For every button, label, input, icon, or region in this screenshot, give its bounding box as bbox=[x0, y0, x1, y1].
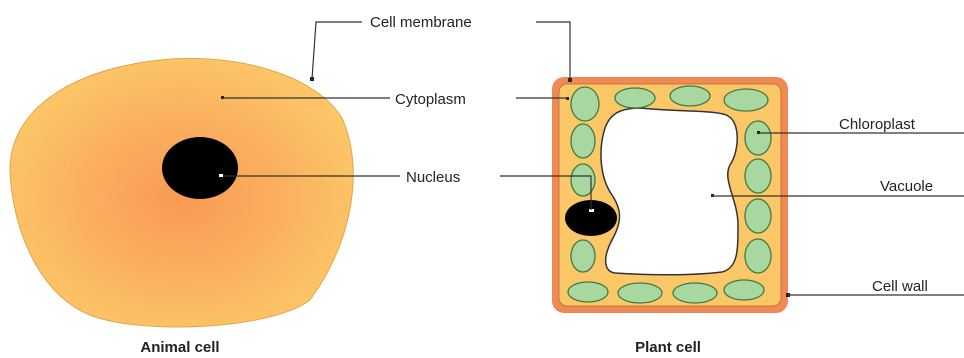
leader-cell-membrane-animal bbox=[312, 22, 362, 79]
chloroplast bbox=[724, 280, 764, 300]
chloroplast bbox=[615, 88, 655, 108]
label-cell-membrane: Cell membrane bbox=[370, 14, 472, 31]
label-cell-wall: Cell wall bbox=[872, 278, 928, 295]
chloroplast bbox=[745, 159, 771, 193]
caption-plant-cell: Plant cell bbox=[635, 339, 701, 356]
leader-cell-membrane-plant bbox=[536, 22, 570, 80]
label-vacuole: Vacuole bbox=[880, 178, 933, 195]
chloroplast bbox=[724, 89, 768, 111]
chloroplast bbox=[745, 239, 771, 273]
chloroplast bbox=[745, 199, 771, 233]
plant-cell bbox=[552, 77, 790, 313]
chloroplast bbox=[571, 240, 595, 272]
animal-cell bbox=[10, 58, 353, 327]
chloroplast bbox=[673, 283, 717, 303]
chloroplast bbox=[568, 282, 608, 302]
chloroplast bbox=[571, 124, 595, 158]
label-nucleus: Nucleus bbox=[406, 169, 460, 186]
label-cytoplasm: Cytoplasm bbox=[395, 91, 466, 108]
animal-nucleus bbox=[162, 137, 238, 199]
label-chloroplast: Chloroplast bbox=[839, 116, 916, 133]
caption-animal-cell: Animal cell bbox=[140, 339, 219, 356]
chloroplast bbox=[571, 87, 599, 121]
nucleus-marker-animal bbox=[219, 174, 223, 177]
chloroplast bbox=[670, 86, 710, 106]
chloroplast bbox=[745, 121, 771, 155]
chloroplast bbox=[618, 283, 662, 303]
plant-vacuole bbox=[601, 108, 738, 275]
